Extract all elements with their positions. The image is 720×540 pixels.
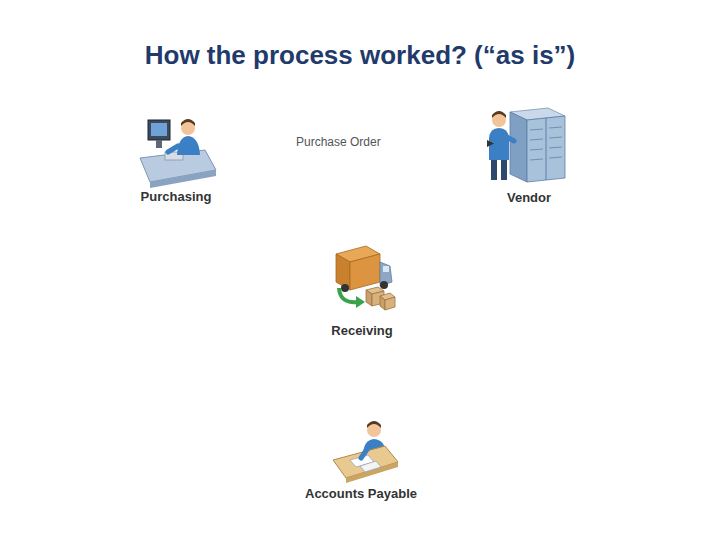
- purchasing-icon: [140, 119, 216, 188]
- node-label: Receiving: [312, 323, 412, 339]
- process-node: Purchasing: [126, 112, 226, 205]
- receiving-icon: [336, 246, 395, 310]
- flow-label: Purchase Order: [296, 135, 381, 149]
- node-label: Purchasing: [126, 189, 226, 205]
- process-node: Receiving: [312, 240, 412, 339]
- accounts-payable-icon: [333, 421, 398, 483]
- process-node: Vendor: [479, 104, 579, 206]
- page-title: How the process worked? (“as is”): [0, 40, 720, 71]
- arrowhead: [487, 140, 494, 147]
- node-label: Vendor: [479, 190, 579, 206]
- node-label: Accounts Payable: [291, 486, 431, 502]
- vendor-icon: [489, 108, 565, 182]
- process-node: Accounts Payable: [291, 415, 431, 502]
